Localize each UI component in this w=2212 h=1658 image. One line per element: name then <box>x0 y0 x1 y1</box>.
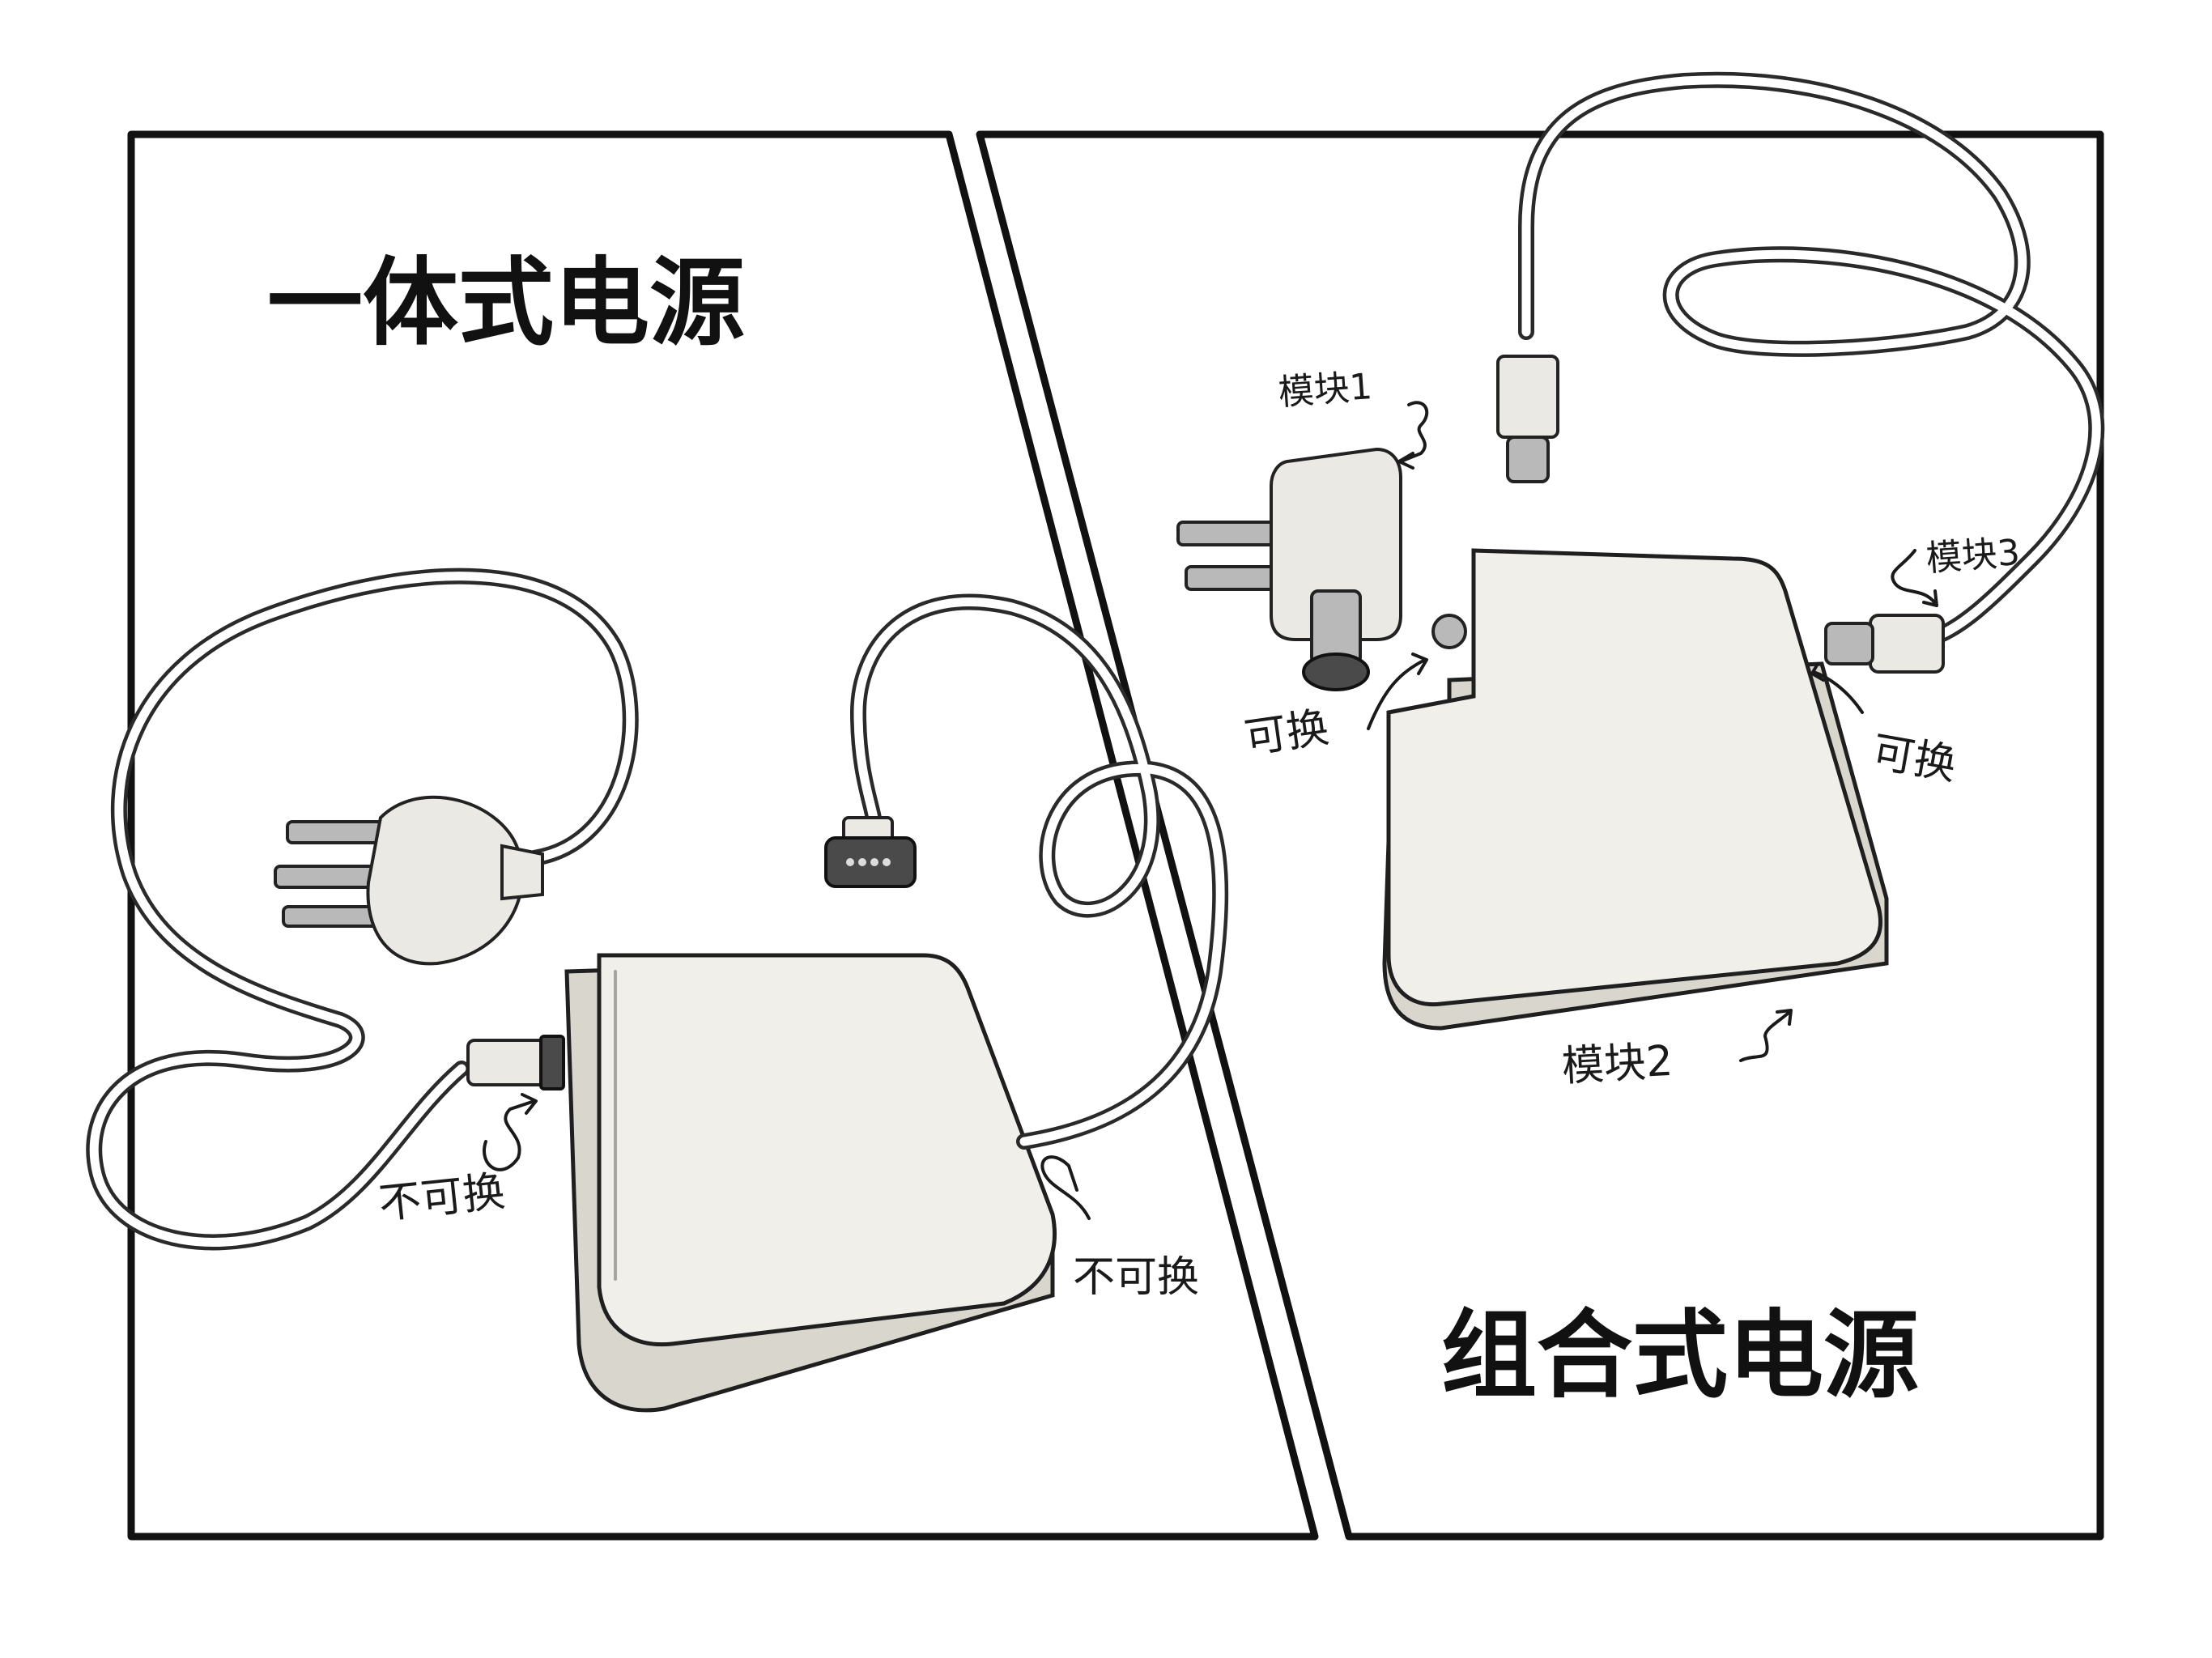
integrated-power-brick <box>567 955 1055 1410</box>
ac-plug-icon <box>275 797 542 964</box>
modular-power-brick <box>1385 551 1887 1028</box>
module-1-label: 模块1 <box>1277 366 1373 414</box>
right-panel-title: 组合式电源 <box>1441 1299 1919 1411</box>
right-panel: 组合式电源 模块1 <box>1178 80 2096 1411</box>
module-2-label: 模块2 <box>1561 1037 1674 1091</box>
usb-c-connector-top-icon <box>1498 356 1558 482</box>
plug-swappable-label: 可换 <box>1241 704 1331 763</box>
magsafe-connector-icon <box>826 818 915 886</box>
cable-swappable-label: 可换 <box>1869 728 1960 790</box>
module-2-arrow <box>1741 1010 1791 1061</box>
brick-inlet-port <box>1433 615 1465 648</box>
module-1-arrow <box>1399 402 1427 468</box>
plug-annotation-arrow <box>484 1095 536 1170</box>
ac-plug-module-icon <box>1178 449 1401 690</box>
plug-not-replaceable-label: 不可换 <box>376 1167 507 1229</box>
cable-not-replaceable-label: 不可换 <box>1073 1253 1199 1302</box>
usb-c-connector-side-icon <box>1826 615 1943 672</box>
left-panel: 一体式电源 <box>94 247 1220 1410</box>
left-panel-title: 一体式电源 <box>267 247 745 359</box>
module-3-label: 模块3 <box>1925 532 2021 580</box>
ac-inlet-connector <box>468 1036 564 1089</box>
